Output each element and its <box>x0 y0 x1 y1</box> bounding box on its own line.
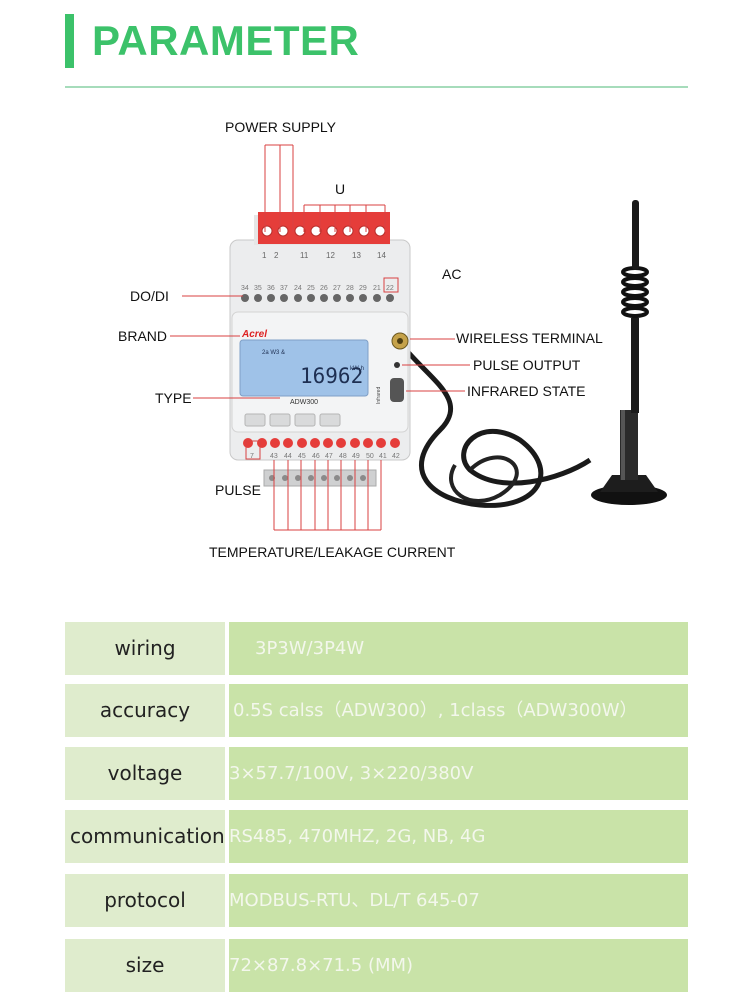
spec-key: protocol <box>65 874 225 927</box>
svg-text:42: 42 <box>392 453 400 460</box>
title-divider <box>65 86 688 88</box>
spec-value: 3P3W/3P4W <box>229 622 688 675</box>
svg-text:Infrared: Infrared <box>376 387 382 404</box>
leader-lines <box>170 144 470 531</box>
label-u: U <box>335 181 346 197</box>
svg-text:45: 45 <box>298 453 306 460</box>
svg-text:kW·h: kW·h <box>350 366 364 372</box>
label-ac: AC <box>442 266 462 282</box>
label-do-di: DO/DI <box>130 288 169 304</box>
svg-text:26: 26 <box>320 285 328 292</box>
lcd-screen <box>239 339 369 397</box>
svg-text:14: 14 <box>377 251 386 260</box>
lcd-reading: 16962 <box>300 364 363 388</box>
label-type: TYPE <box>155 390 192 406</box>
svg-text:46: 46 <box>312 453 320 460</box>
svg-text:35: 35 <box>254 285 262 292</box>
spec-value: 0.5S calss（ADW300）, 1class（ADW300W） <box>229 684 688 737</box>
svg-text:13: 13 <box>352 251 361 260</box>
svg-text:49: 49 <box>352 453 360 460</box>
spec-value: RS485, 470MHZ, 2G, NB, 4G <box>229 810 688 863</box>
label-wireless-terminal: WIRELESS TERMINAL <box>456 330 603 346</box>
infrared-window <box>390 378 404 402</box>
svg-text:12: 12 <box>326 251 335 260</box>
spec-value: MODBUS-RTU、DL/T 645-07 <box>229 874 688 927</box>
antenna-cable <box>400 343 592 508</box>
svg-text:1: 1 <box>262 251 267 260</box>
spec-key: size <box>65 939 225 992</box>
antenna-tip <box>632 200 639 270</box>
svg-text:21: 21 <box>373 285 381 292</box>
spec-row-voltage: voltage 3×57.7/100V, 3×220/380V <box>65 747 688 800</box>
spec-key: accuracy <box>65 684 225 737</box>
bottom-terminal-block <box>263 469 377 487</box>
svg-text:48: 48 <box>339 453 347 460</box>
svg-text:27: 27 <box>333 285 341 292</box>
svg-text:22: 22 <box>386 285 394 292</box>
label-temperature-leakage: TEMPERATURE/LEAKAGE CURRENT <box>209 544 456 560</box>
svg-text:50: 50 <box>366 453 374 460</box>
label-infrared-state: INFRARED STATE <box>467 383 586 399</box>
spec-key: wiring <box>65 622 225 675</box>
antenna-coil <box>621 266 649 318</box>
svg-text:7: 7 <box>250 453 254 460</box>
brand-logo: Acrel <box>241 329 267 340</box>
spec-row-communication: communication RS485, 470MHZ, 2G, NB, 4G <box>65 810 688 863</box>
model-label: ADW300 <box>290 399 318 406</box>
spec-key: communication <box>65 810 225 863</box>
label-power-supply: POWER SUPPLY <box>225 119 336 135</box>
spec-value: 72×87.8×71.5 (MM) <box>229 939 688 992</box>
svg-text:34: 34 <box>241 285 249 292</box>
top-terminal-block <box>258 212 390 244</box>
svg-text:36: 36 <box>267 285 275 292</box>
svg-text:28: 28 <box>346 285 354 292</box>
svg-text:44: 44 <box>284 453 292 460</box>
svg-text:2a W3 &: 2a W3 & <box>262 350 285 356</box>
page-title: PARAMETER <box>92 17 360 64</box>
svg-text:41: 41 <box>379 453 387 460</box>
svg-text:37: 37 <box>280 285 288 292</box>
label-pulse-output: PULSE OUTPUT <box>473 357 581 373</box>
spec-key: voltage <box>65 747 225 800</box>
svg-text:47: 47 <box>325 453 333 460</box>
spec-row-wiring: wiring 3P3W/3P4W <box>65 622 688 675</box>
spec-value: 3×57.7/100V, 3×220/380V <box>229 747 688 800</box>
svg-text:25: 25 <box>307 285 315 292</box>
spec-row-size: size 72×87.8×71.5 (MM) <box>65 939 688 992</box>
title-accent-bar <box>65 14 74 68</box>
svg-text:24: 24 <box>294 285 302 292</box>
label-pulse: PULSE <box>215 482 261 498</box>
spec-row-protocol: protocol MODBUS-RTU、DL/T 645-07 <box>65 874 688 927</box>
label-brand: BRAND <box>118 328 168 344</box>
svg-text:2: 2 <box>274 251 279 260</box>
spec-row-accuracy: accuracy 0.5S calss（ADW300）, 1class（ADW3… <box>65 684 688 737</box>
svg-text:11: 11 <box>300 251 309 260</box>
svg-text:29: 29 <box>359 285 367 292</box>
svg-text:43: 43 <box>270 453 278 460</box>
